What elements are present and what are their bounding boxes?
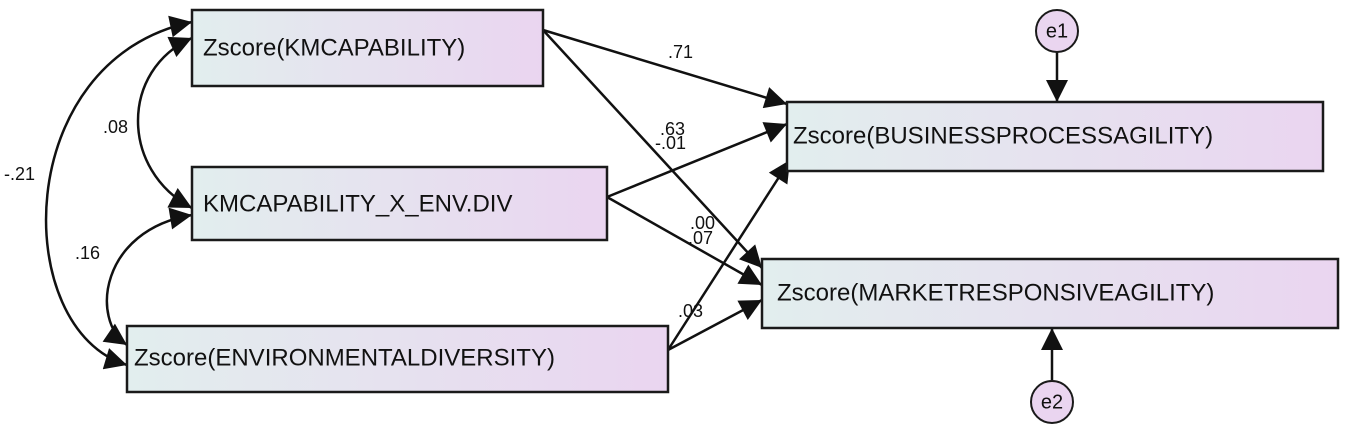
error-e1: e1 xyxy=(1035,9,1079,102)
cov-interaction-envdiv: .16 xyxy=(75,243,100,263)
variable-businessprocessagility: Zscore(BUSINESSPROCESSAGILITY) xyxy=(785,100,1325,173)
error-label: e1 xyxy=(1046,20,1068,42)
path-interaction-to-mra xyxy=(606,195,763,287)
cov-kmcap-envdiv: -.21 xyxy=(4,164,35,184)
variable-label: Zscore(BUSINESSPROCESSAGILITY) xyxy=(793,122,1213,149)
path-interaction-to-bpa xyxy=(606,122,788,199)
variable-label: Zscore(ENVIRONMENTALDIVERSITY) xyxy=(134,344,555,371)
error-e2: e2 xyxy=(1030,328,1074,424)
path-envdiv-to-bpa xyxy=(666,159,792,351)
variable-interaction: KMCAPABILITY_X_ENV.DIV xyxy=(190,165,609,242)
error-label: e2 xyxy=(1041,391,1063,413)
coef-interaction-to-mra: .07 xyxy=(688,228,713,248)
variable-marketresponsiveagility: Zscore(MARKETRESPONSIVEAGILITY) xyxy=(760,257,1340,330)
variable-label: KMCAPABILITY_X_ENV.DIV xyxy=(203,190,512,217)
variable-label: Zscore(KMCAPABILITY) xyxy=(203,34,465,61)
variable-label: Zscore(MARKETRESPONSIVEAGILITY) xyxy=(777,279,1214,306)
variable-environmentaldiversity: Zscore(ENVIRONMENTALDIVERSITY) xyxy=(125,324,670,394)
path-kmcap-to-bpa xyxy=(542,28,788,109)
covariance-kmcap-interaction xyxy=(136,36,193,210)
coef-kmcap-to-mra: .63 xyxy=(660,119,685,139)
error-circle xyxy=(1035,9,1079,53)
coef-kmcap-to-bpa: .71 xyxy=(668,42,693,62)
coef-envdiv-to-bpa: .00 xyxy=(690,213,715,233)
variable-kmcapability: Zscore(KMCAPABILITY) xyxy=(190,8,545,88)
coef-envdiv-to-mra: .03 xyxy=(678,301,703,321)
error-circle xyxy=(1030,380,1074,424)
path-envdiv-to-mra xyxy=(667,298,763,352)
coef-interaction-to-bpa: -.01 xyxy=(655,133,686,153)
cov-kmcap-interaction: .08 xyxy=(103,117,128,137)
covariance-kmcap-envdiv xyxy=(44,15,193,370)
path-kmcap-to-mra xyxy=(542,29,763,269)
